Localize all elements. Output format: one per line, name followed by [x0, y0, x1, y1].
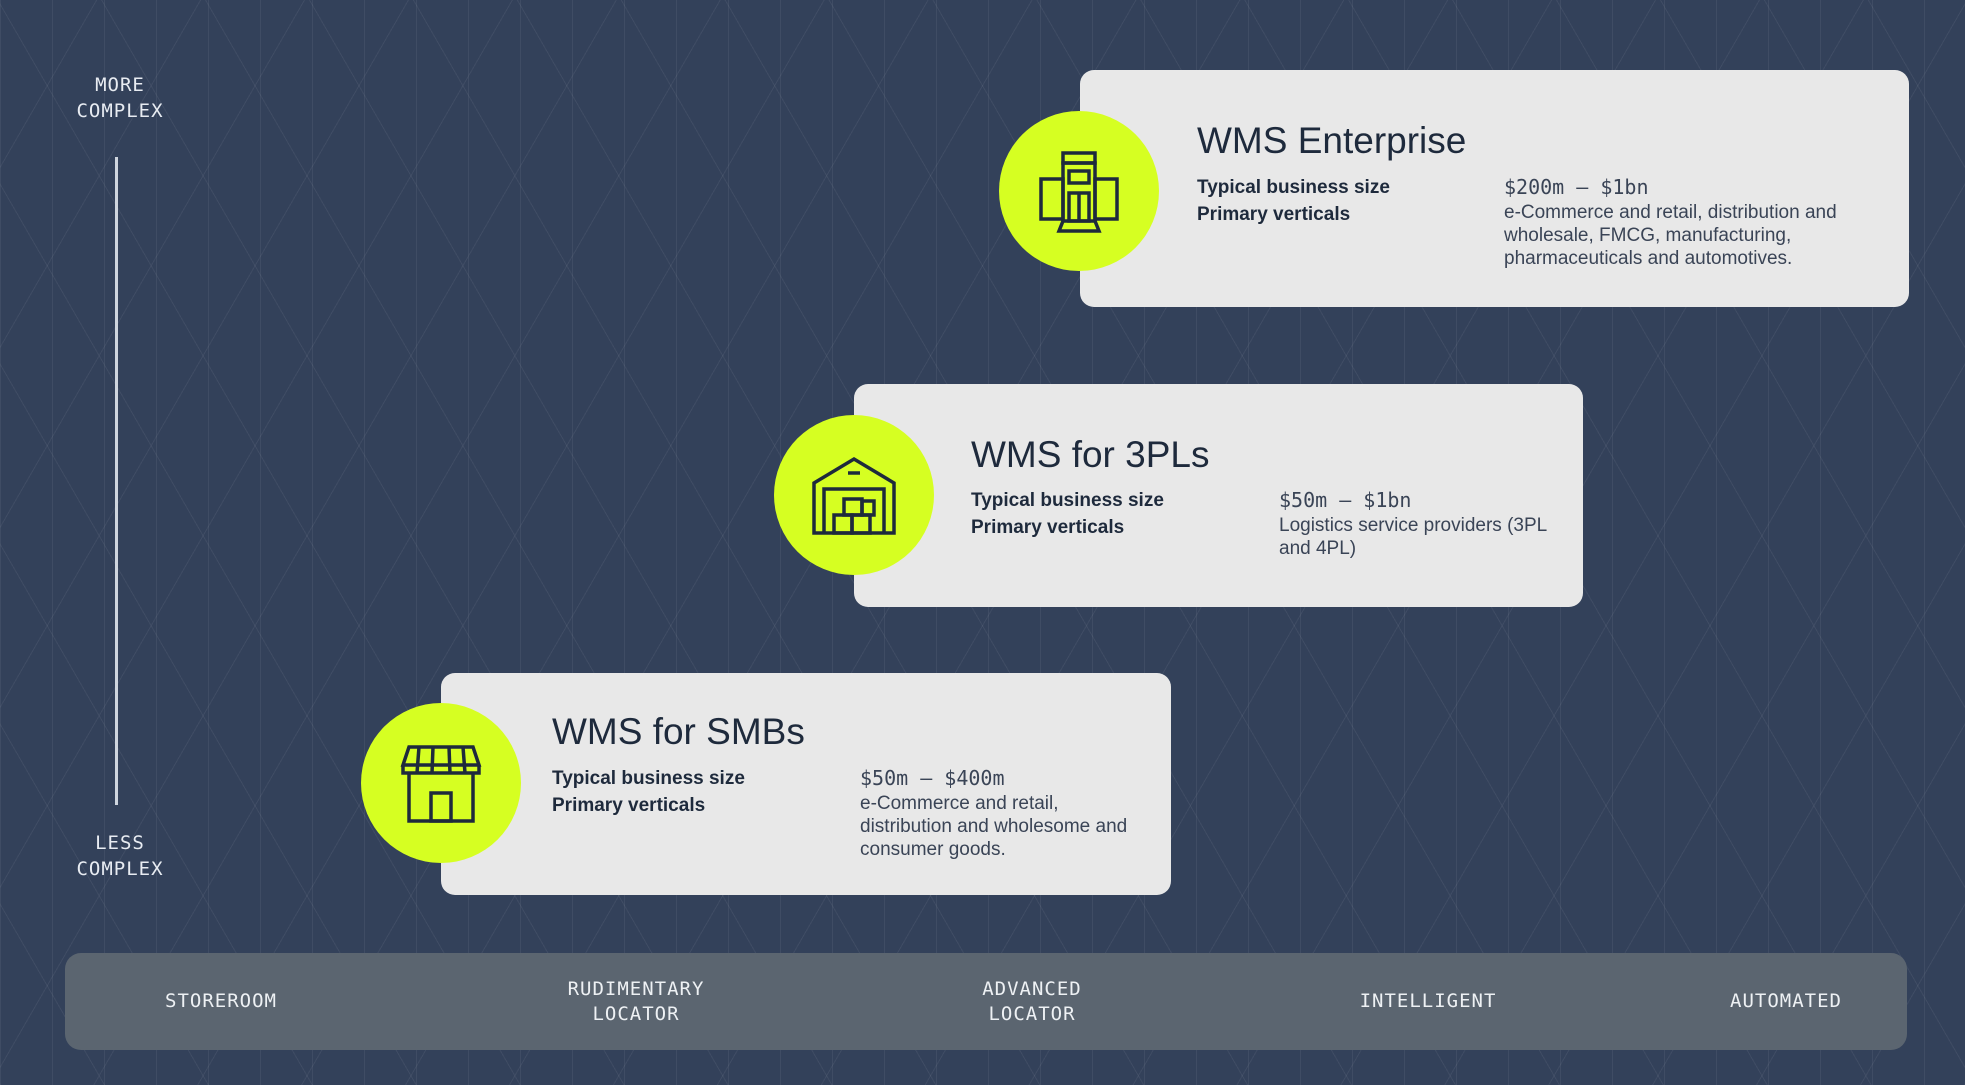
axis-top-line2: COMPLEX [76, 100, 164, 122]
size-label: Typical business size [971, 490, 1164, 511]
stage-automated: AUTOMATED [1676, 953, 1896, 1050]
more-complex-label: MORE COMPLEX [55, 72, 185, 124]
stage-label: RUDIMENTARY [567, 977, 705, 1000]
tier-values: $50m – $1bn Logistics service providers … [1279, 487, 1569, 560]
stage-label: AUTOMATED [1730, 990, 1842, 1012]
tier-card-3pls: WMS for 3PLs Typical business size Prima… [854, 384, 1583, 607]
stage-label: STOREROOM [165, 990, 277, 1012]
tier-values: $200m – $1bn e-Commerce and retail, dist… [1504, 174, 1894, 270]
less-complex-label: LESS COMPLEX [55, 830, 185, 882]
verticals-value: e-Commerce and retail, distribution and … [1504, 202, 1837, 269]
axis-bottom-line2: COMPLEX [76, 858, 164, 880]
tier-card-enterprise: WMS Enterprise Typical business size Pri… [1080, 70, 1909, 307]
tier-title: WMS Enterprise [1197, 120, 1467, 161]
stage-label: LOCATOR [988, 1002, 1076, 1025]
stage-intelligent: INTELLIGENT [1318, 953, 1538, 1050]
axis-top-line1: MORE [95, 74, 145, 96]
tier-title: WMS for SMBs [552, 711, 805, 752]
tier-values: $50m – $400m e-Commerce and retail, dist… [860, 765, 1150, 861]
stage-label: LOCATOR [592, 1002, 680, 1025]
size-value: $50m – $400m [860, 766, 1005, 790]
axis-bottom-line1: LESS [95, 832, 145, 854]
stage-label: INTELLIGENT [1359, 990, 1497, 1012]
size-value: $50m – $1bn [1279, 488, 1412, 512]
stage-storeroom: STOREROOM [111, 953, 331, 1050]
verticals-label: Primary verticals [1197, 204, 1351, 225]
stage-label: ADVANCED [982, 977, 1082, 1000]
verticals-value: e-Commerce and retail, distribution and … [860, 793, 1128, 860]
office-building-icon [999, 111, 1159, 271]
verticals-label: Primary verticals [971, 517, 1125, 538]
complexity-axis-line [115, 157, 118, 805]
tier-card-smbs: WMS for SMBs Typical business size Prima… [441, 673, 1171, 895]
tier-title: WMS for 3PLs [971, 434, 1210, 475]
storefront-icon [361, 703, 521, 863]
size-value: $200m – $1bn [1504, 175, 1649, 199]
verticals-value: Logistics service providers (3PL and 4PL… [1279, 515, 1547, 559]
verticals-label: Primary verticals [552, 795, 706, 816]
size-label: Typical business size [1197, 177, 1390, 198]
warehouse-icon [774, 415, 934, 575]
size-label: Typical business size [552, 768, 745, 789]
